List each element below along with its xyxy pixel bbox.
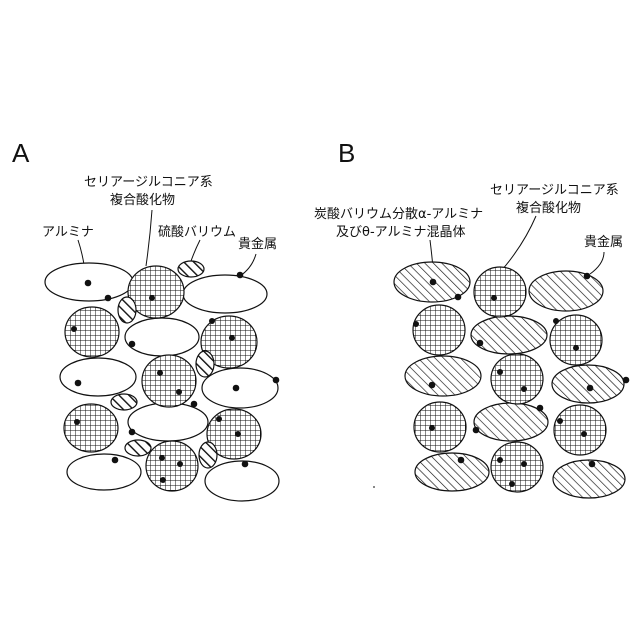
noble-metal-dot xyxy=(509,481,515,487)
noble-metal-dot xyxy=(242,461,249,468)
barium-sulfate-particle xyxy=(199,442,217,468)
ceria-zirconia-particle xyxy=(554,405,606,455)
label-barium-sulfate: 硫酸バリウム xyxy=(158,225,236,240)
leader-noble-metal-a xyxy=(240,254,256,276)
noble-metal-dot xyxy=(157,370,163,376)
noble-metal-dot xyxy=(129,429,136,436)
noble-metal-dot xyxy=(491,295,497,301)
ceria-zirconia-particle xyxy=(474,267,526,317)
noble-metal-dot xyxy=(497,369,503,375)
leader-ceria-zirconia-b xyxy=(502,216,536,270)
barium-sulfate-particle xyxy=(178,261,204,277)
label-noble-metal-b: 貴金属 xyxy=(584,234,623,250)
noble-metal-dot xyxy=(209,318,215,324)
ceria-zirconia-particle xyxy=(65,307,119,357)
alumina-particle xyxy=(183,275,267,313)
alumina-particle xyxy=(205,461,279,501)
alumina-particle xyxy=(67,454,141,490)
barium-sulfate-particle xyxy=(125,440,151,456)
noble-metal-dot xyxy=(75,380,82,387)
panel-a-letter: A xyxy=(12,138,30,168)
alumina-particle xyxy=(125,318,199,356)
noble-metal-dot xyxy=(553,318,559,324)
noble-metal-dot xyxy=(458,457,465,464)
label-alumina: アルミナ xyxy=(42,225,94,240)
noble-metal-dot xyxy=(177,461,183,467)
noble-metal-dot xyxy=(623,377,630,384)
noble-metal-dot xyxy=(587,385,594,392)
noble-metal-dot xyxy=(216,416,222,422)
label-noble-metal-a: 貴金属 xyxy=(238,236,277,252)
noble-metal-dot xyxy=(430,279,437,286)
ceria-zirconia-particle xyxy=(491,442,543,492)
noble-metal-dot xyxy=(429,382,436,389)
ceria-zirconia-particle xyxy=(146,441,198,491)
ceria-zirconia-particle xyxy=(64,404,118,452)
noble-metal-dot xyxy=(105,295,112,302)
noble-metal-dot xyxy=(477,340,484,347)
noble-metal-dot xyxy=(237,272,244,279)
noble-metal-dot xyxy=(473,427,480,434)
noble-metal-dot xyxy=(112,457,119,464)
noble-metal-dot xyxy=(413,321,419,327)
composite-particle xyxy=(405,356,481,396)
noble-metal-dot xyxy=(573,345,579,351)
label-ceria-zirconia-a-line2: 複合酸化物 xyxy=(110,192,175,208)
noble-metal-dot xyxy=(521,386,527,392)
noble-metal-dot xyxy=(455,294,462,301)
panel-b-letter: B xyxy=(338,138,355,168)
barium-sulfate-particle xyxy=(196,351,214,377)
noble-metal-dot xyxy=(235,431,241,437)
noble-metal-dot xyxy=(160,477,166,483)
stray-mark xyxy=(373,486,375,488)
alumina-particle xyxy=(202,368,278,408)
composite-particle xyxy=(553,460,625,498)
noble-metal-dot xyxy=(191,401,198,408)
alumina-particle xyxy=(128,403,208,441)
noble-metal-dot xyxy=(537,405,544,412)
noble-metal-dot xyxy=(74,419,80,425)
composite-particle xyxy=(471,316,547,354)
noble-metal-dot xyxy=(273,377,280,384)
ceria-zirconia-particle xyxy=(414,402,466,452)
composite-particle xyxy=(529,271,603,311)
ceria-zirconia-particle xyxy=(491,354,543,404)
noble-metal-dot xyxy=(497,457,503,463)
noble-metal-dot xyxy=(233,385,240,392)
leader-ceria-zirconia-a xyxy=(146,210,152,266)
panel-a: A セリアージルコニア系 複合酸化物 アルミナ 硫酸バリウム 貴金属 xyxy=(12,138,279,501)
ceria-zirconia-particle xyxy=(142,355,196,407)
noble-metal-dot xyxy=(589,461,596,468)
label-composite-line1: 炭酸バリウム分散α-アルミナ xyxy=(314,207,483,222)
panel-b: B セリアージルコニア系 複合酸化物 炭酸バリウム分散α-アルミナ 及びθ-アル… xyxy=(314,138,629,498)
noble-metal-dot xyxy=(129,341,136,348)
noble-metal-dot xyxy=(159,455,165,461)
composite-particle xyxy=(552,365,624,403)
label-ceria-zirconia-b-line2: 複合酸化物 xyxy=(516,200,581,216)
composite-particle xyxy=(415,453,489,491)
noble-metal-dot xyxy=(429,425,435,431)
barium-sulfate-particle xyxy=(118,297,136,323)
label-composite-line2: 及びθ-アルミナ混晶体 xyxy=(336,225,466,240)
label-ceria-zirconia-a-line1: セリアージルコニア系 xyxy=(84,175,213,190)
noble-metal-dot xyxy=(584,273,591,280)
noble-metal-dot xyxy=(85,280,92,287)
noble-metal-dot xyxy=(557,418,563,424)
leader-noble-metal-b xyxy=(590,252,604,274)
noble-metal-dot xyxy=(229,335,235,341)
alumina-particle xyxy=(60,358,136,396)
noble-metal-dot xyxy=(176,389,182,395)
ceria-zirconia-particle xyxy=(413,305,465,355)
label-ceria-zirconia-b-line1: セリアージルコニア系 xyxy=(490,183,619,198)
noble-metal-dot xyxy=(149,295,155,301)
leader-barium-sulfate xyxy=(190,240,200,264)
barium-sulfate-particle xyxy=(111,394,137,410)
noble-metal-dot xyxy=(521,461,527,467)
noble-metal-dot xyxy=(581,431,587,437)
noble-metal-dot xyxy=(71,326,77,332)
